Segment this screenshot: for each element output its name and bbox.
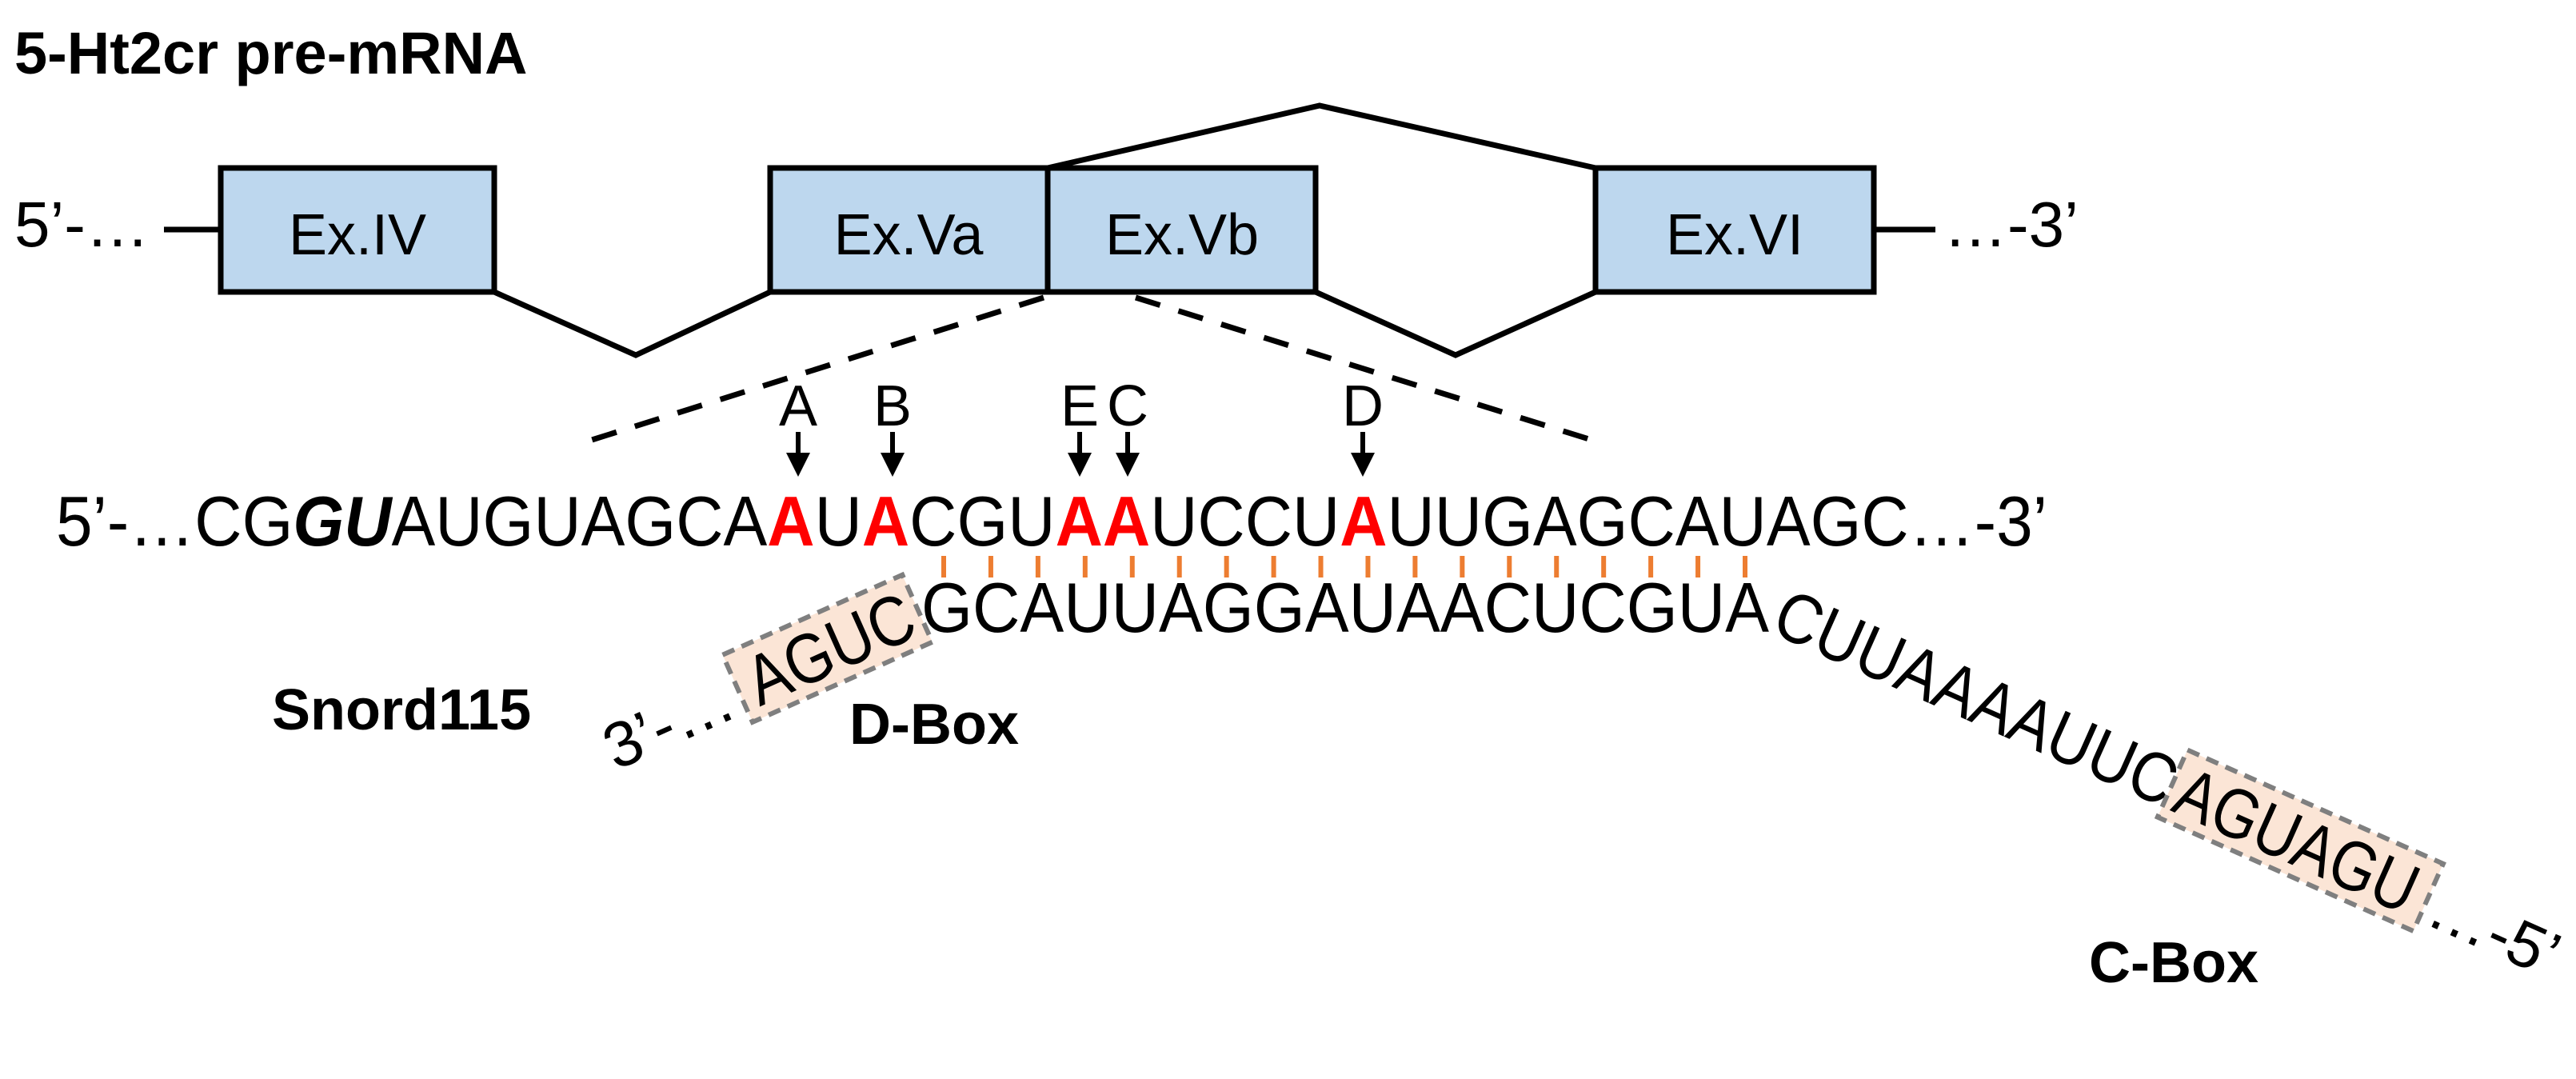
base-pairing-ticks bbox=[941, 556, 1747, 577]
c-box-highlight bbox=[2154, 746, 2446, 934]
d-box-highlight bbox=[719, 571, 936, 725]
exon-ex5b-label: Ex.Vb bbox=[1105, 203, 1259, 267]
editing-site-A: A bbox=[779, 374, 817, 477]
mrna-seg-3: AUGUAGCA bbox=[392, 482, 768, 561]
intron-ex5b-ex6 bbox=[1314, 289, 1597, 358]
mrna-sequence: 5’-…CGGUAUGUAGCAAUACGUAAUCCUAUUGAGCAUAGC… bbox=[56, 482, 2047, 561]
d-box-label: D-Box bbox=[849, 693, 1019, 757]
mrna-seg-5: CGU bbox=[909, 482, 1055, 561]
intron-ex5a-ex6-splice bbox=[1047, 102, 1596, 171]
intron-ex4-ex5a bbox=[493, 289, 772, 358]
mrna-edited-A: A bbox=[767, 482, 814, 561]
c-box-label: C-Box bbox=[2089, 931, 2258, 995]
snord115-label: Snord115 bbox=[272, 678, 531, 742]
exon-ex4: Ex.IV bbox=[218, 165, 497, 295]
zoom-line-right bbox=[1134, 294, 1593, 443]
gene-3prime-end: …-3’ bbox=[1943, 189, 2079, 260]
editing-site-B: B bbox=[873, 374, 912, 477]
site-label-E: E bbox=[1060, 374, 1099, 438]
snord115-tail-sequence: CUUAAAAUUC bbox=[1763, 573, 2190, 821]
site-label-C: C bbox=[1107, 374, 1148, 438]
arrow-down-icon bbox=[881, 453, 905, 477]
exon-ex4-label: Ex.IV bbox=[289, 203, 426, 267]
exon-ex5b: Ex.Vb bbox=[1044, 165, 1319, 295]
mrna-seg-6: UCCU bbox=[1150, 482, 1340, 561]
site-label-B: B bbox=[873, 374, 912, 438]
arrow-down-icon bbox=[1116, 453, 1140, 477]
snord115-3prime-end: 3’-… bbox=[593, 663, 745, 783]
mrna-seg-7: UUGAGCAUAGC bbox=[1388, 482, 1909, 561]
arrow-down-icon bbox=[1068, 453, 1092, 477]
exon-ex6: Ex.VI bbox=[1592, 165, 1877, 295]
mrna-3prime-end: …-3’ bbox=[1909, 482, 2047, 561]
gene-5prime-end: 5’-… bbox=[14, 189, 150, 260]
exon-ex5a: Ex.Va bbox=[767, 165, 1051, 295]
mrna-edited-B: A bbox=[862, 482, 909, 561]
snord115-5prime-end: …-5’ bbox=[2418, 871, 2571, 991]
mrna-edited-D: A bbox=[1340, 482, 1387, 561]
zoom-line-left bbox=[590, 294, 1045, 443]
exon-ex6-label: Ex.VI bbox=[1666, 203, 1803, 267]
editing-site-E: E bbox=[1060, 374, 1099, 477]
mrna-seg-1: CG bbox=[194, 482, 293, 561]
snord115-tail-region: CUUAAAAUUC AGUAGU …-5’ bbox=[1763, 573, 2571, 991]
arrow-down-icon bbox=[786, 453, 810, 477]
exon-ex5a-label: Ex.Va bbox=[834, 203, 984, 267]
arrow-down-icon bbox=[1351, 453, 1375, 477]
mrna-edited-EC: AA bbox=[1056, 482, 1151, 561]
editing-site-D: D bbox=[1342, 374, 1384, 477]
mrna-splice-donor: GU bbox=[293, 482, 393, 561]
snord115-paired-sequence: GCAUUAGGAUAACUCGUA bbox=[921, 568, 1769, 647]
editing-site-C: C bbox=[1107, 374, 1148, 477]
site-label-D: D bbox=[1342, 374, 1384, 438]
mrna-seg-4: U bbox=[815, 482, 862, 561]
mrna-5prime-end: 5’-… bbox=[56, 482, 194, 561]
site-label-A: A bbox=[779, 374, 817, 438]
c-box-sequence: AGUAGU bbox=[2163, 752, 2430, 929]
diagram-title: 5-Ht2cr pre-mRNA bbox=[14, 20, 527, 86]
